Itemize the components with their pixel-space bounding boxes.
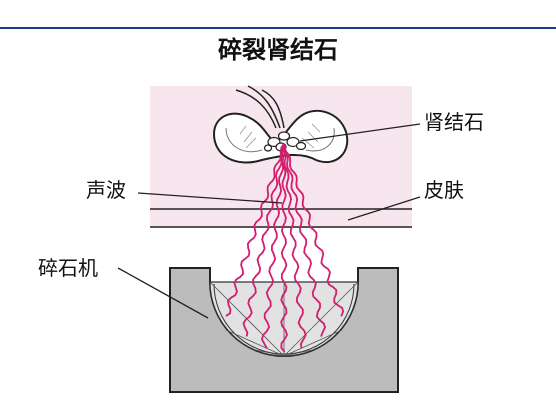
shock-wave-path bbox=[281, 144, 326, 337]
lithotripter bbox=[169, 267, 399, 393]
shock-wave-path bbox=[260, 143, 287, 349]
shock-wave-path bbox=[242, 143, 286, 337]
kidney bbox=[212, 109, 349, 164]
shock-wave-path bbox=[282, 144, 345, 317]
kidney-stone-fragments bbox=[263, 131, 307, 152]
shock-wave-path bbox=[282, 143, 307, 349]
label-skin: 皮肤 bbox=[424, 178, 464, 202]
label-lithotripter: 碎石机 bbox=[38, 256, 98, 280]
leader-skin bbox=[347, 196, 421, 221]
label-kidney-stone: 肾结石 bbox=[424, 110, 484, 134]
diagram-title: 碎裂肾结石 bbox=[218, 36, 338, 64]
shock-wave-path bbox=[280, 143, 288, 353]
shock-waves bbox=[225, 143, 345, 353]
ureter-vessels bbox=[235, 85, 285, 129]
leader-lithotripter bbox=[117, 267, 209, 319]
shock-wave-path bbox=[225, 143, 285, 317]
leader-sound-wave bbox=[137, 192, 283, 204]
label-sound-wave: 声波 bbox=[86, 178, 126, 202]
leader-kidney-stone bbox=[299, 123, 421, 142]
leader-lines bbox=[117, 123, 421, 319]
skin-layer bbox=[150, 208, 412, 228]
